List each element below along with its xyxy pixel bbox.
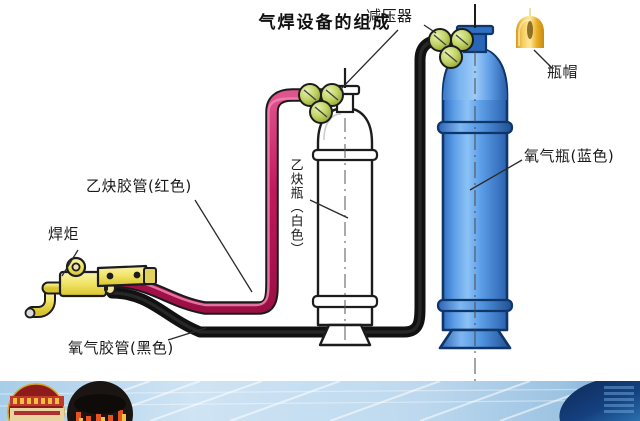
leader-lines [61,24,553,341]
thumbnail-photo-2 [67,381,133,421]
oxygen-cylinder-icon [436,4,514,392]
label-oxygen-hose: 氧气胶管(黑色) [68,339,174,357]
bottom-banner [0,381,640,421]
acetylene-hose-red [105,88,352,315]
label-torch: 焊炬 [48,225,80,243]
bottle-cap-icon [516,8,544,48]
thumbnail-photo-1 [7,383,65,421]
regulator-icon-oxygen [428,28,474,69]
banner-title: 气焊设备的组成 [258,12,392,33]
label-acetylene-cylinder: 乙炔瓶（白色） [287,158,303,256]
label-acetylene-hose: 乙炔胶管(红色) [86,177,192,195]
oxygen-hose-black [106,34,476,338]
label-regulator: 减压器 [366,7,413,25]
regulator-icon-acetylene [298,83,344,124]
label-bottle-cap: 瓶帽 [547,63,579,81]
label-oxygen-cylinder: 氧气瓶(蓝色) [524,147,615,165]
welding-torch-icon [24,256,157,319]
